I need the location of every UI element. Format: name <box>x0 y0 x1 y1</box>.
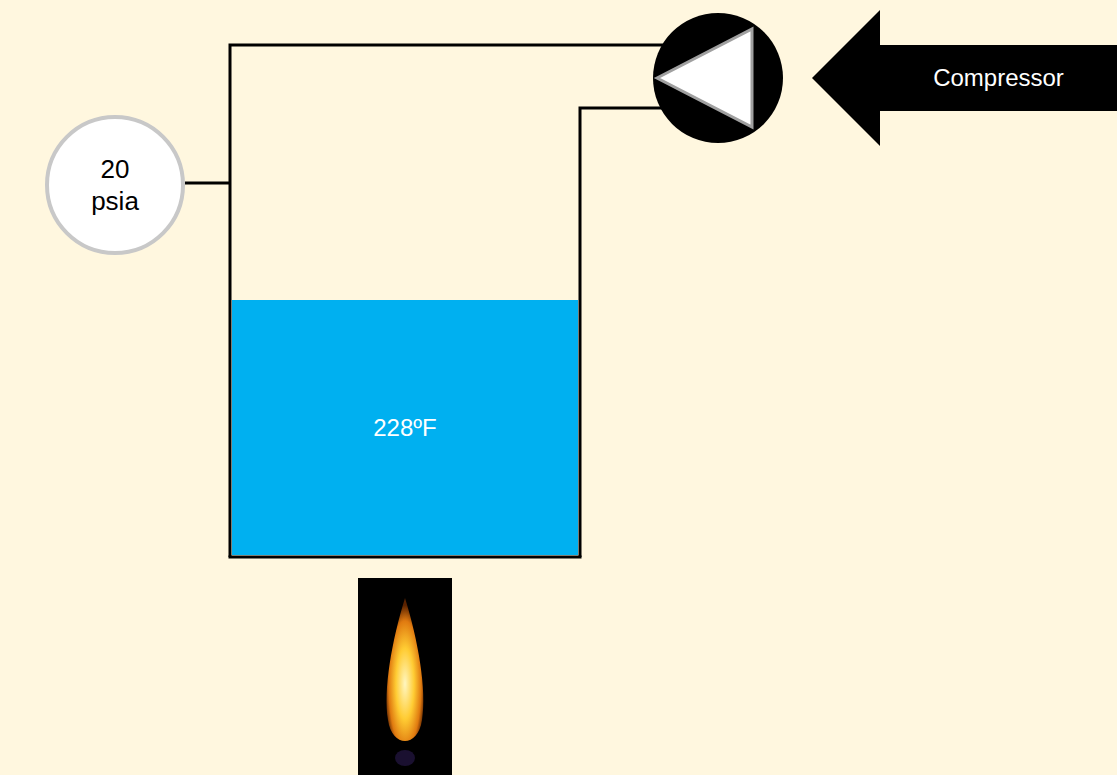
water-level: 228ºF <box>232 300 578 555</box>
flame-picture <box>358 578 452 775</box>
node-label: Compressor <box>933 63 1064 93</box>
arrow-body: Compressor <box>880 45 1117 111</box>
compressor-symbol <box>653 13 783 143</box>
piping <box>185 45 672 557</box>
node-label: 20 psia <box>91 153 139 218</box>
pressure-gauge: 20 psia <box>45 115 185 255</box>
compressor-arrow: Compressor <box>810 8 1117 148</box>
node-label: 228ºF <box>373 413 436 443</box>
